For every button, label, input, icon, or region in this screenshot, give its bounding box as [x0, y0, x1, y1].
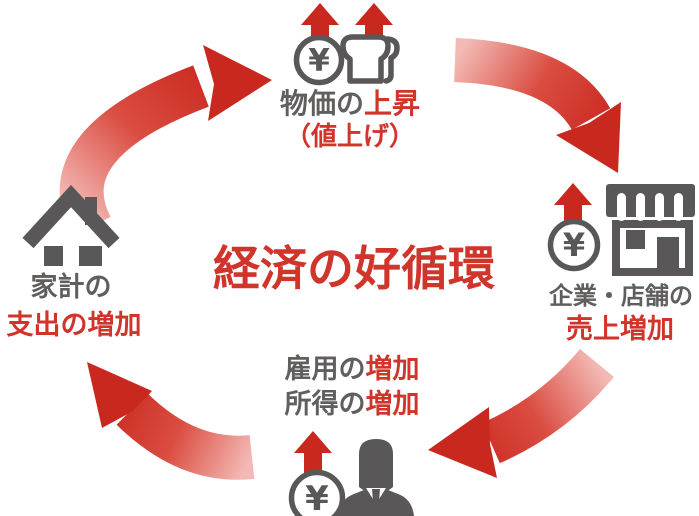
curved-arrow-up-left: [87, 362, 255, 480]
prices-node-sublabel: （値上げ）: [284, 122, 416, 152]
prices-node-label: 物価の上昇: [280, 89, 420, 118]
household-node-sublabel: 支出の増加: [6, 310, 142, 341]
svg-text:¥: ¥: [563, 226, 585, 264]
income-node-label: 所得の増加: [284, 389, 420, 420]
curved-arrow-down-left: [428, 348, 614, 478]
employment-label-red: 増加: [365, 354, 420, 385]
house-icon: [22, 184, 120, 266]
employment-node-label: 雇用の増加: [284, 354, 420, 385]
prices-label-red: 上昇: [364, 87, 421, 120]
curved-arrow-up-right: [59, 45, 272, 238]
yen-coin-icon: ¥: [547, 218, 601, 272]
income-up-arrow-icon: [294, 431, 332, 482]
bread-loaf-icon: [340, 34, 400, 84]
employment-label-gray: 雇用の: [284, 354, 366, 385]
price-up-arrow-icon: [355, 3, 393, 52]
curved-arrow-down-right: [453, 38, 621, 173]
yen-coin-icon: ¥: [288, 469, 346, 516]
income-label-red: 増加: [365, 389, 420, 420]
business-node-sublabel: 売上増加: [566, 314, 674, 345]
svg-text:¥: ¥: [305, 479, 329, 516]
svg-text:¥: ¥: [308, 43, 330, 79]
household-node-label: 家計の: [30, 272, 112, 303]
yen-coin-icon: ¥: [293, 34, 345, 86]
businessman-icon: [338, 439, 414, 516]
storefront-icon: [606, 184, 695, 276]
diagram-title: 経済の好循環: [213, 242, 495, 297]
sales-up-arrow-icon: [554, 183, 592, 234]
business-node-label: 企業・店舗の: [549, 282, 693, 310]
price-up-arrow-icon: [301, 3, 339, 52]
income-label-gray: 所得の: [284, 389, 366, 420]
prices-label-gray: 物価の: [279, 87, 364, 120]
